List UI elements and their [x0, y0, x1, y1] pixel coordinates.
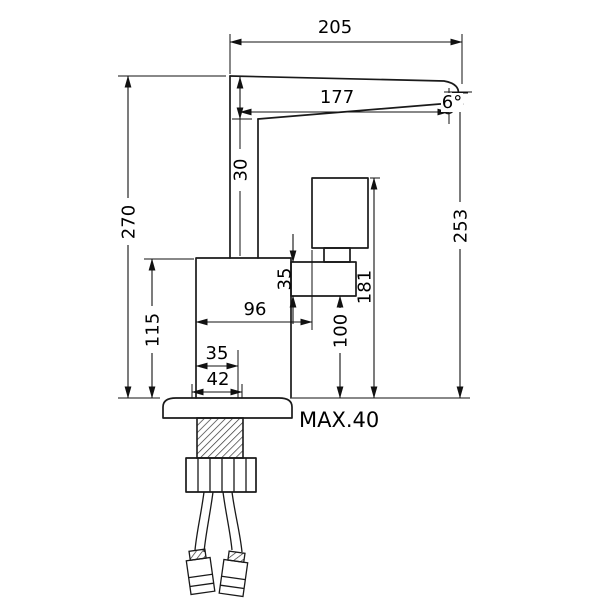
dim-handle-height-label: 181 — [354, 270, 375, 304]
supply-hoses — [194, 491, 243, 553]
faucet-body — [195, 257, 292, 399]
faucet-outline — [162, 75, 460, 598]
dim-body-depth-label: 96 — [244, 299, 267, 320]
dim-spout-length-label: 205 — [318, 17, 352, 38]
threaded-shank — [196, 417, 244, 459]
dim-body-height-label: 115 — [142, 313, 163, 347]
mounting-nut — [185, 457, 257, 493]
dim-spout-reach-label: 177 — [320, 87, 354, 108]
dim-max-deck-thickness-label: MAX.40 — [299, 408, 379, 432]
base-escutcheon — [162, 397, 293, 419]
dimension-labels: 205 177 6° 30 270 253 115 35 96 100 181 … — [118, 17, 471, 432]
dim-handle-clearance-label: 100 — [330, 314, 351, 348]
dim-base-width-label: 42 — [207, 369, 230, 390]
hose-connector-left — [185, 548, 216, 596]
dimension-lines — [124, 38, 464, 399]
dim-spout-height-label: 30 — [230, 159, 251, 182]
dim-outlet-height-label: 253 — [450, 209, 471, 243]
hose-connector-right — [218, 550, 249, 598]
handle-lever — [311, 177, 369, 249]
dim-shank-width-label: 35 — [206, 343, 229, 364]
cartridge-arm — [290, 261, 357, 297]
handle-stem — [323, 247, 351, 263]
dim-spout-angle-label: 6° — [442, 92, 462, 113]
extension-lines — [118, 34, 472, 399]
riser-column — [229, 75, 259, 259]
dim-overall-height-label: 270 — [118, 205, 139, 239]
dim-cartridge-offset-label: 35 — [274, 268, 295, 291]
